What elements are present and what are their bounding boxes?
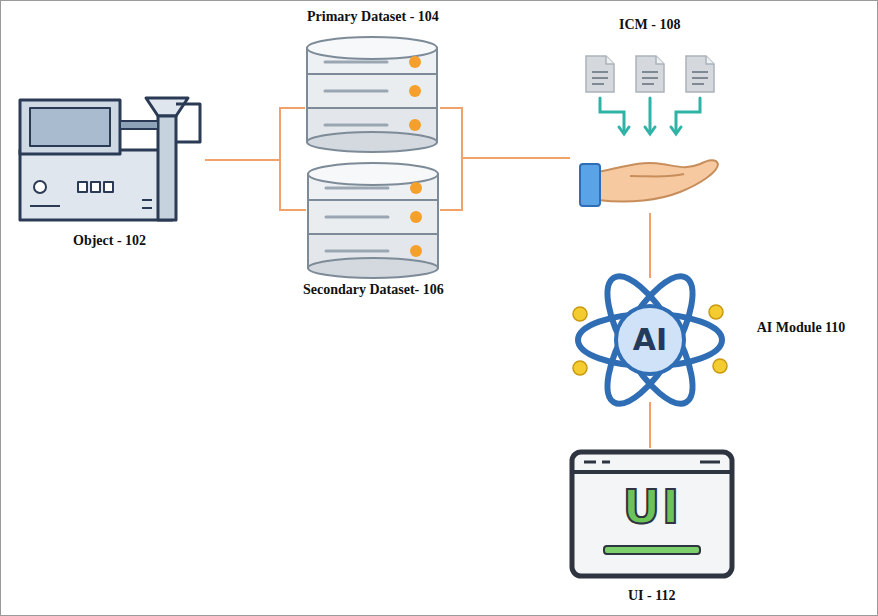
database-icon — [308, 163, 438, 278]
icon-node: Secondary Dataset- 106 — [306, 168, 440, 272]
node-label: AI Module 110 — [753, 315, 849, 342]
icon-node: AIAI Module 110 — [575, 278, 725, 402]
database-icon — [307, 37, 437, 152]
node-label: Secondary Dataset- 106 — [303, 282, 444, 299]
connector-line — [205, 160, 306, 210]
connector-line — [649, 213, 651, 278]
integration-icon — [580, 56, 718, 206]
connector-line — [649, 402, 651, 448]
icon-node: Primary Dataset - 104 — [305, 36, 440, 146]
icon-text: UI — [568, 474, 736, 540]
icon-node: Object - 102 — [15, 95, 205, 225]
icon-node: ICM - 108 — [570, 48, 730, 213]
node-label: ICM - 108 — [619, 17, 680, 34]
connector-line — [205, 108, 305, 160]
machine-icon — [20, 98, 200, 220]
node-label: UI - 112 — [628, 588, 675, 605]
connector-line — [440, 108, 570, 158]
atom-icon — [573, 265, 727, 416]
icon-node: UIUI - 112 — [568, 448, 736, 580]
connector-line — [440, 158, 570, 210]
node-label: Primary Dataset - 104 — [307, 9, 439, 26]
node-label: Object - 102 — [73, 233, 146, 250]
icon-text: AI — [575, 278, 725, 402]
